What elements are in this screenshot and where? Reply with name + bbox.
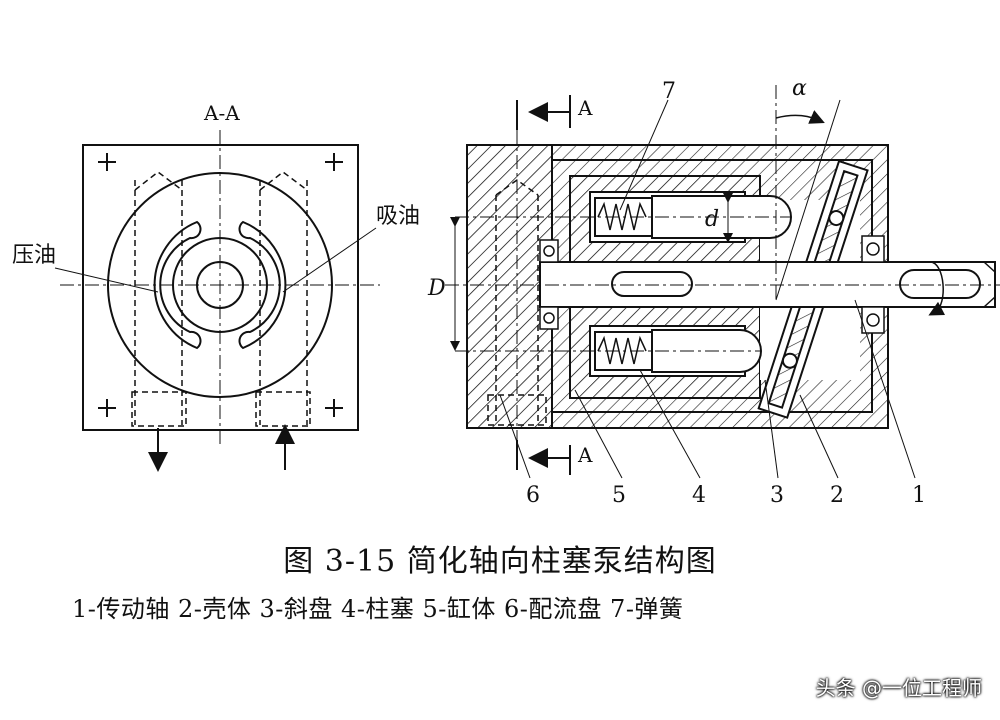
left-view: A-A [12, 101, 420, 472]
section-cut-marks [516, 95, 571, 475]
swash-axis-line [775, 99, 841, 301]
leader-suction [282, 227, 377, 293]
leader-pressure [54, 267, 159, 293]
part-label-6: 6 [526, 483, 540, 508]
kidney-slot-pressure [153, 220, 202, 350]
part-leaders [499, 99, 916, 479]
shaft-end-chamfer [983, 261, 996, 273]
spring-top [597, 201, 647, 231]
right-view: A A α d D 1 2 3 4 5 6 7 [427, 76, 1000, 508]
shaft-bore-outer [172, 237, 268, 333]
cylinder-block-disc [107, 172, 333, 398]
label-alpha: α [792, 76, 807, 101]
label-suction-oil: 吸油 [376, 204, 420, 229]
piston-top [651, 195, 792, 239]
left-center-lines [60, 130, 380, 448]
bearings [539, 235, 885, 334]
section-title-a-a: A-A [203, 101, 240, 125]
part-label-3: 3 [770, 483, 784, 508]
section-mark-top: A [577, 96, 593, 120]
alpha-arc [775, 110, 825, 124]
label-pressure-oil: 压油 [12, 243, 56, 268]
part-label-1: 1 [912, 483, 926, 508]
shaft-bore-inner [196, 261, 244, 309]
part-label-7: 7 [662, 79, 676, 104]
corner-marks [98, 153, 343, 417]
part-label-2: 2 [830, 483, 844, 508]
label-D: D [427, 276, 446, 301]
watermark: 头条 @一位工程师 [815, 676, 982, 700]
right-center-lines [445, 85, 1000, 445]
part-label-4: 4 [692, 483, 706, 508]
keyway-inner [611, 271, 693, 297]
section-mark-bottom: A [577, 443, 593, 467]
figure-legend: 1-传动轴 2-壳体 3-斜盘 4-柱塞 5-缸体 6-配流盘 7-弹簧 [72, 595, 684, 623]
kidney-slot-suction [238, 220, 287, 350]
rotation-arrow [928, 261, 946, 316]
shaft-end-chamfer-2 [983, 296, 996, 308]
spring-bottom [597, 335, 647, 365]
part-label-5: 5 [612, 483, 626, 508]
label-d: d [705, 207, 719, 232]
keyway-outer [899, 269, 981, 299]
figure-caption: 图 3-15 简化轴向柱塞泵结构图 [283, 544, 717, 579]
